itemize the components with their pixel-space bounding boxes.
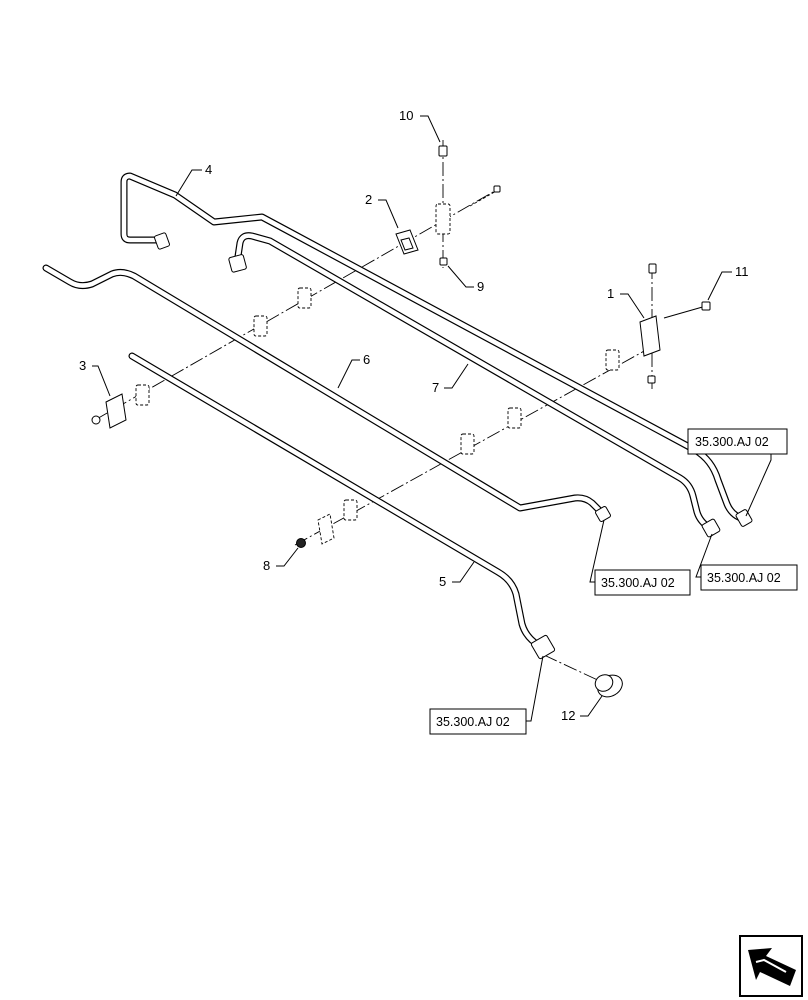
callout-8: 8 <box>263 547 299 573</box>
svg-text:11: 11 <box>735 264 749 279</box>
nut-8[interactable] <box>296 513 335 548</box>
svg-text:35.300.AJ 02: 35.300.AJ 02 <box>601 576 675 590</box>
svg-text:10: 10 <box>399 108 413 123</box>
svg-text:4: 4 <box>205 162 212 177</box>
svg-text:1: 1 <box>607 286 614 301</box>
svg-text:6: 6 <box>363 352 370 367</box>
callout-3: 3 <box>79 358 111 397</box>
svg-text:35.300.AJ 02: 35.300.AJ 02 <box>695 435 769 449</box>
callout-11: 11 <box>707 264 749 301</box>
callout-5: 5 <box>439 561 475 589</box>
callout-1: 1 <box>607 286 645 319</box>
svg-text:12: 12 <box>561 708 575 723</box>
svg-text:9: 9 <box>477 279 484 294</box>
svg-text:5: 5 <box>439 574 446 589</box>
svg-text:35.300.AJ 02: 35.300.AJ 02 <box>707 571 781 585</box>
callout-10: 10 <box>399 108 441 143</box>
callout-7: 7 <box>432 363 469 395</box>
svg-text:2: 2 <box>365 192 372 207</box>
tube-4[interactable] <box>120 172 753 527</box>
callout-4: 4 <box>175 162 212 197</box>
clamp-2[interactable] <box>395 229 419 255</box>
callout-2: 2 <box>365 192 399 229</box>
top-bracket-assembly[interactable] <box>435 145 501 266</box>
reference-bottom[interactable]: 35.300.AJ 02 <box>429 655 544 735</box>
callout-6: 6 <box>337 352 370 389</box>
tube-7[interactable] <box>228 232 721 538</box>
callout-12: 12 <box>561 695 603 723</box>
clamp-blocks <box>135 287 620 521</box>
reference-mid-left[interactable]: 35.300.AJ 02 <box>589 519 691 596</box>
fitting-12[interactable] <box>592 671 626 701</box>
svg-text:3: 3 <box>79 358 86 373</box>
svg-text:7: 7 <box>432 380 439 395</box>
tube-6[interactable] <box>42 264 611 522</box>
plate-3[interactable] <box>91 393 127 429</box>
svg-text:35.300.AJ 02: 35.300.AJ 02 <box>436 715 510 729</box>
navigation-arrow-icon[interactable] <box>739 935 803 997</box>
clamp-1-assembly[interactable] <box>639 263 711 384</box>
reference-mid-right[interactable]: 35.300.AJ 02 <box>695 533 798 591</box>
svg-text:8: 8 <box>263 558 270 573</box>
tube-5[interactable] <box>128 352 556 660</box>
callout-9: 9 <box>447 265 484 294</box>
reference-top-right[interactable]: 35.300.AJ 02 <box>687 428 788 517</box>
callouts: 10 4 2 9 11 1 3 6 <box>79 108 749 723</box>
